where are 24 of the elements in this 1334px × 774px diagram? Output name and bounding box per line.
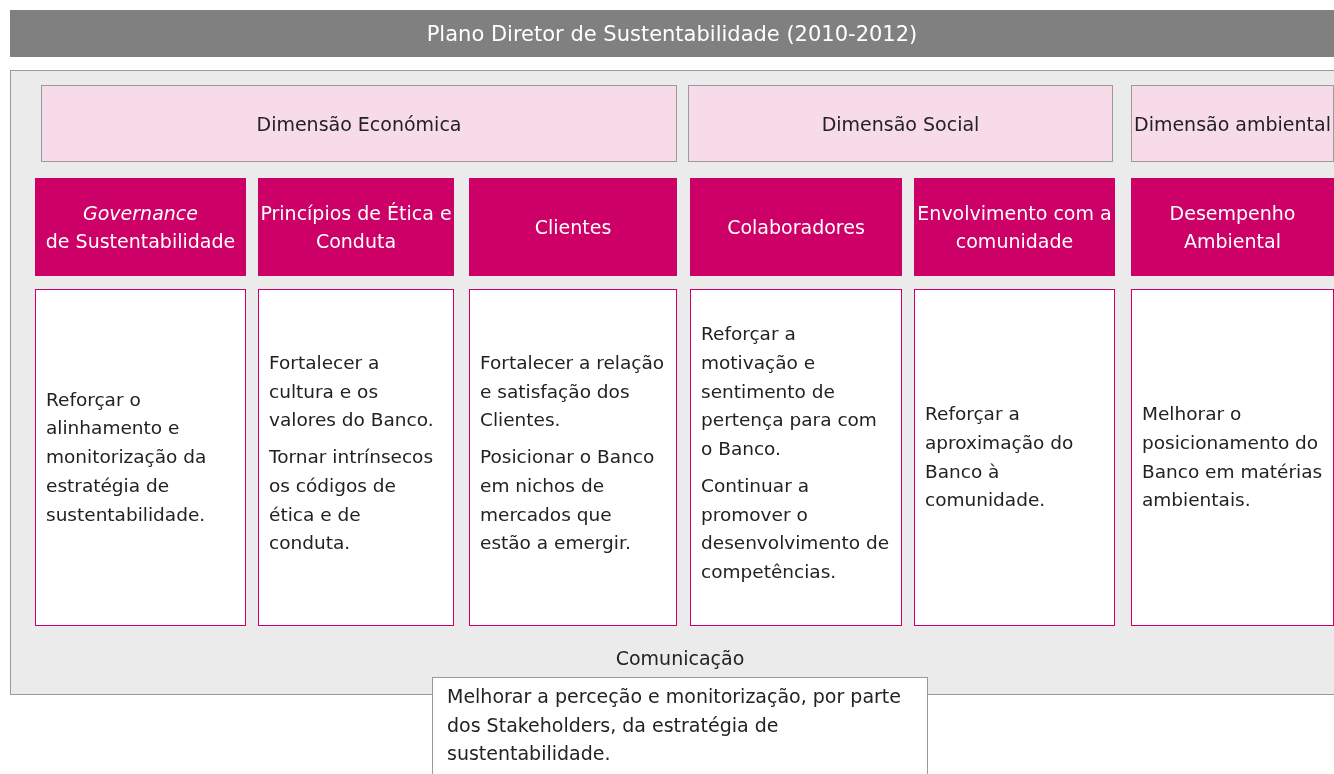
title-bar: Plano Diretor de Sustentabilidade (2010-2012) xyxy=(10,10,1334,57)
objective-text: Fortalecer a relação e satisfação dos Clientes. xyxy=(480,351,666,433)
category-header: Desempenho Ambiental xyxy=(1131,178,1334,276)
objective-box: Reforçar a aproximação do Banco à comunidade. xyxy=(914,289,1115,626)
objective-box xyxy=(469,289,677,626)
category-header: Clientes xyxy=(469,178,677,276)
category-header: Envolvimento com a comunidade xyxy=(914,178,1115,276)
objective-box xyxy=(690,289,902,626)
objective-text: Continuar a promover o desenvolvimento de competências. xyxy=(701,473,891,584)
objective-text: Reforçar a motivação e sentimento de pertença para com o Banco. xyxy=(701,322,878,462)
objective-text: Posicionar o Banco em nichos de mercados que estão a emergir. xyxy=(480,445,656,556)
category-header: Princípios de Ética e Conduta xyxy=(258,178,454,276)
objective-text: Tornar intrínsecos os códigos de ética e de conduta. xyxy=(269,445,435,556)
objective-box: Reforçar o alinhamento e monitorização da estratégia de sustentabilidade. xyxy=(35,289,246,626)
dimension-header: Dimensão Económica xyxy=(41,85,677,162)
category-header: Colaboradores xyxy=(690,178,902,276)
section-heading: Comunicação xyxy=(614,647,746,669)
category-header: Governance de Sustentabilidade xyxy=(35,178,246,276)
dimension-header: Dimensão ambiental xyxy=(1131,85,1334,162)
dimension-header: Dimensão Social xyxy=(688,85,1113,162)
objective-box: Melhorar o posicionamento do Banco em matérias ambientais. xyxy=(1131,289,1334,626)
objective-box: Melhorar a perceção e monitorização, por parte dos Stakeholders, da estratégia de sustentabilidade. xyxy=(432,677,928,774)
objective-text: Fortalecer a cultura e os valores do Banco. xyxy=(269,351,435,433)
objective-box xyxy=(258,289,454,626)
